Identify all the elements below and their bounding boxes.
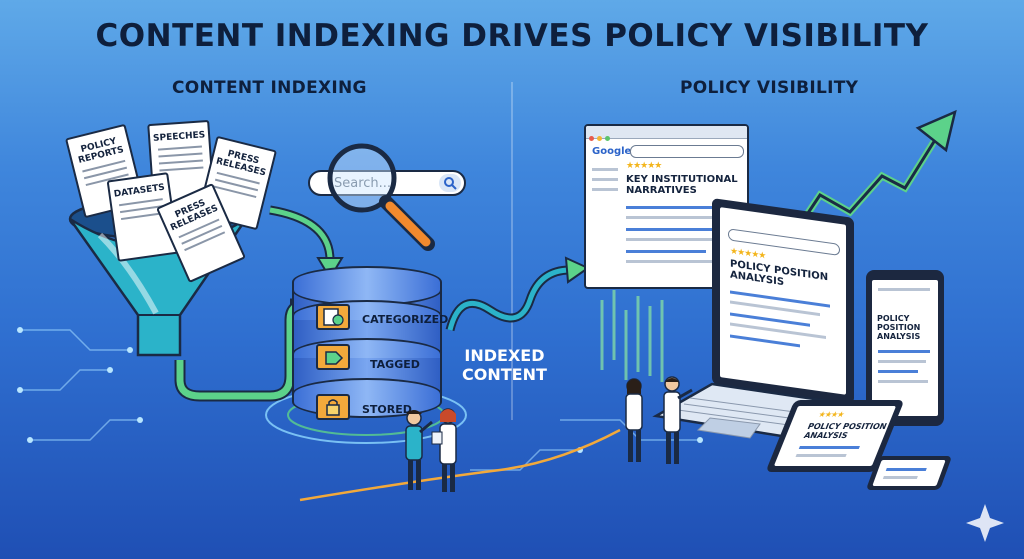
tablet-headline: POLICY POSITION ANALYSIS: [877, 314, 921, 341]
database-label-tagged: TAGGED: [370, 358, 420, 371]
database-label-stored: STORED: [362, 403, 412, 416]
browser-search-bar[interactable]: [630, 145, 744, 158]
phone-device: [865, 456, 953, 490]
browser-toolbar: [586, 126, 747, 141]
folder-check-icon: [316, 304, 350, 330]
page-title: CONTENT INDEXING DRIVES POLICY VISIBILIT…: [95, 18, 929, 54]
search-engine-logo: Google: [592, 146, 632, 157]
people-analysts-left: [405, 408, 457, 492]
people-analysts-right: [625, 376, 693, 464]
folder-lock-icon: [316, 394, 350, 420]
laptop-headline: POLICY POSITION ANALYSIS: [730, 258, 829, 289]
search-icon[interactable]: [439, 174, 461, 192]
browser-headline: KEY INSTITUTIONAL NARRATIVES: [626, 174, 738, 196]
section-title-policy-visibility: POLICY VISIBILITY: [680, 78, 859, 98]
folder-tag-icon: [316, 344, 350, 370]
rating-stars: ★★★★★: [626, 161, 662, 171]
database-label-categorized: CATEGORIZED: [362, 313, 449, 326]
section-title-content-indexing: CONTENT INDEXING: [172, 78, 367, 98]
indexed-content-label: INDEXED CONTENT: [462, 346, 547, 384]
magnifier-icon: [327, 143, 435, 251]
flat-tablet-headline: POLICY POSITION ANALYSIS: [802, 422, 889, 440]
